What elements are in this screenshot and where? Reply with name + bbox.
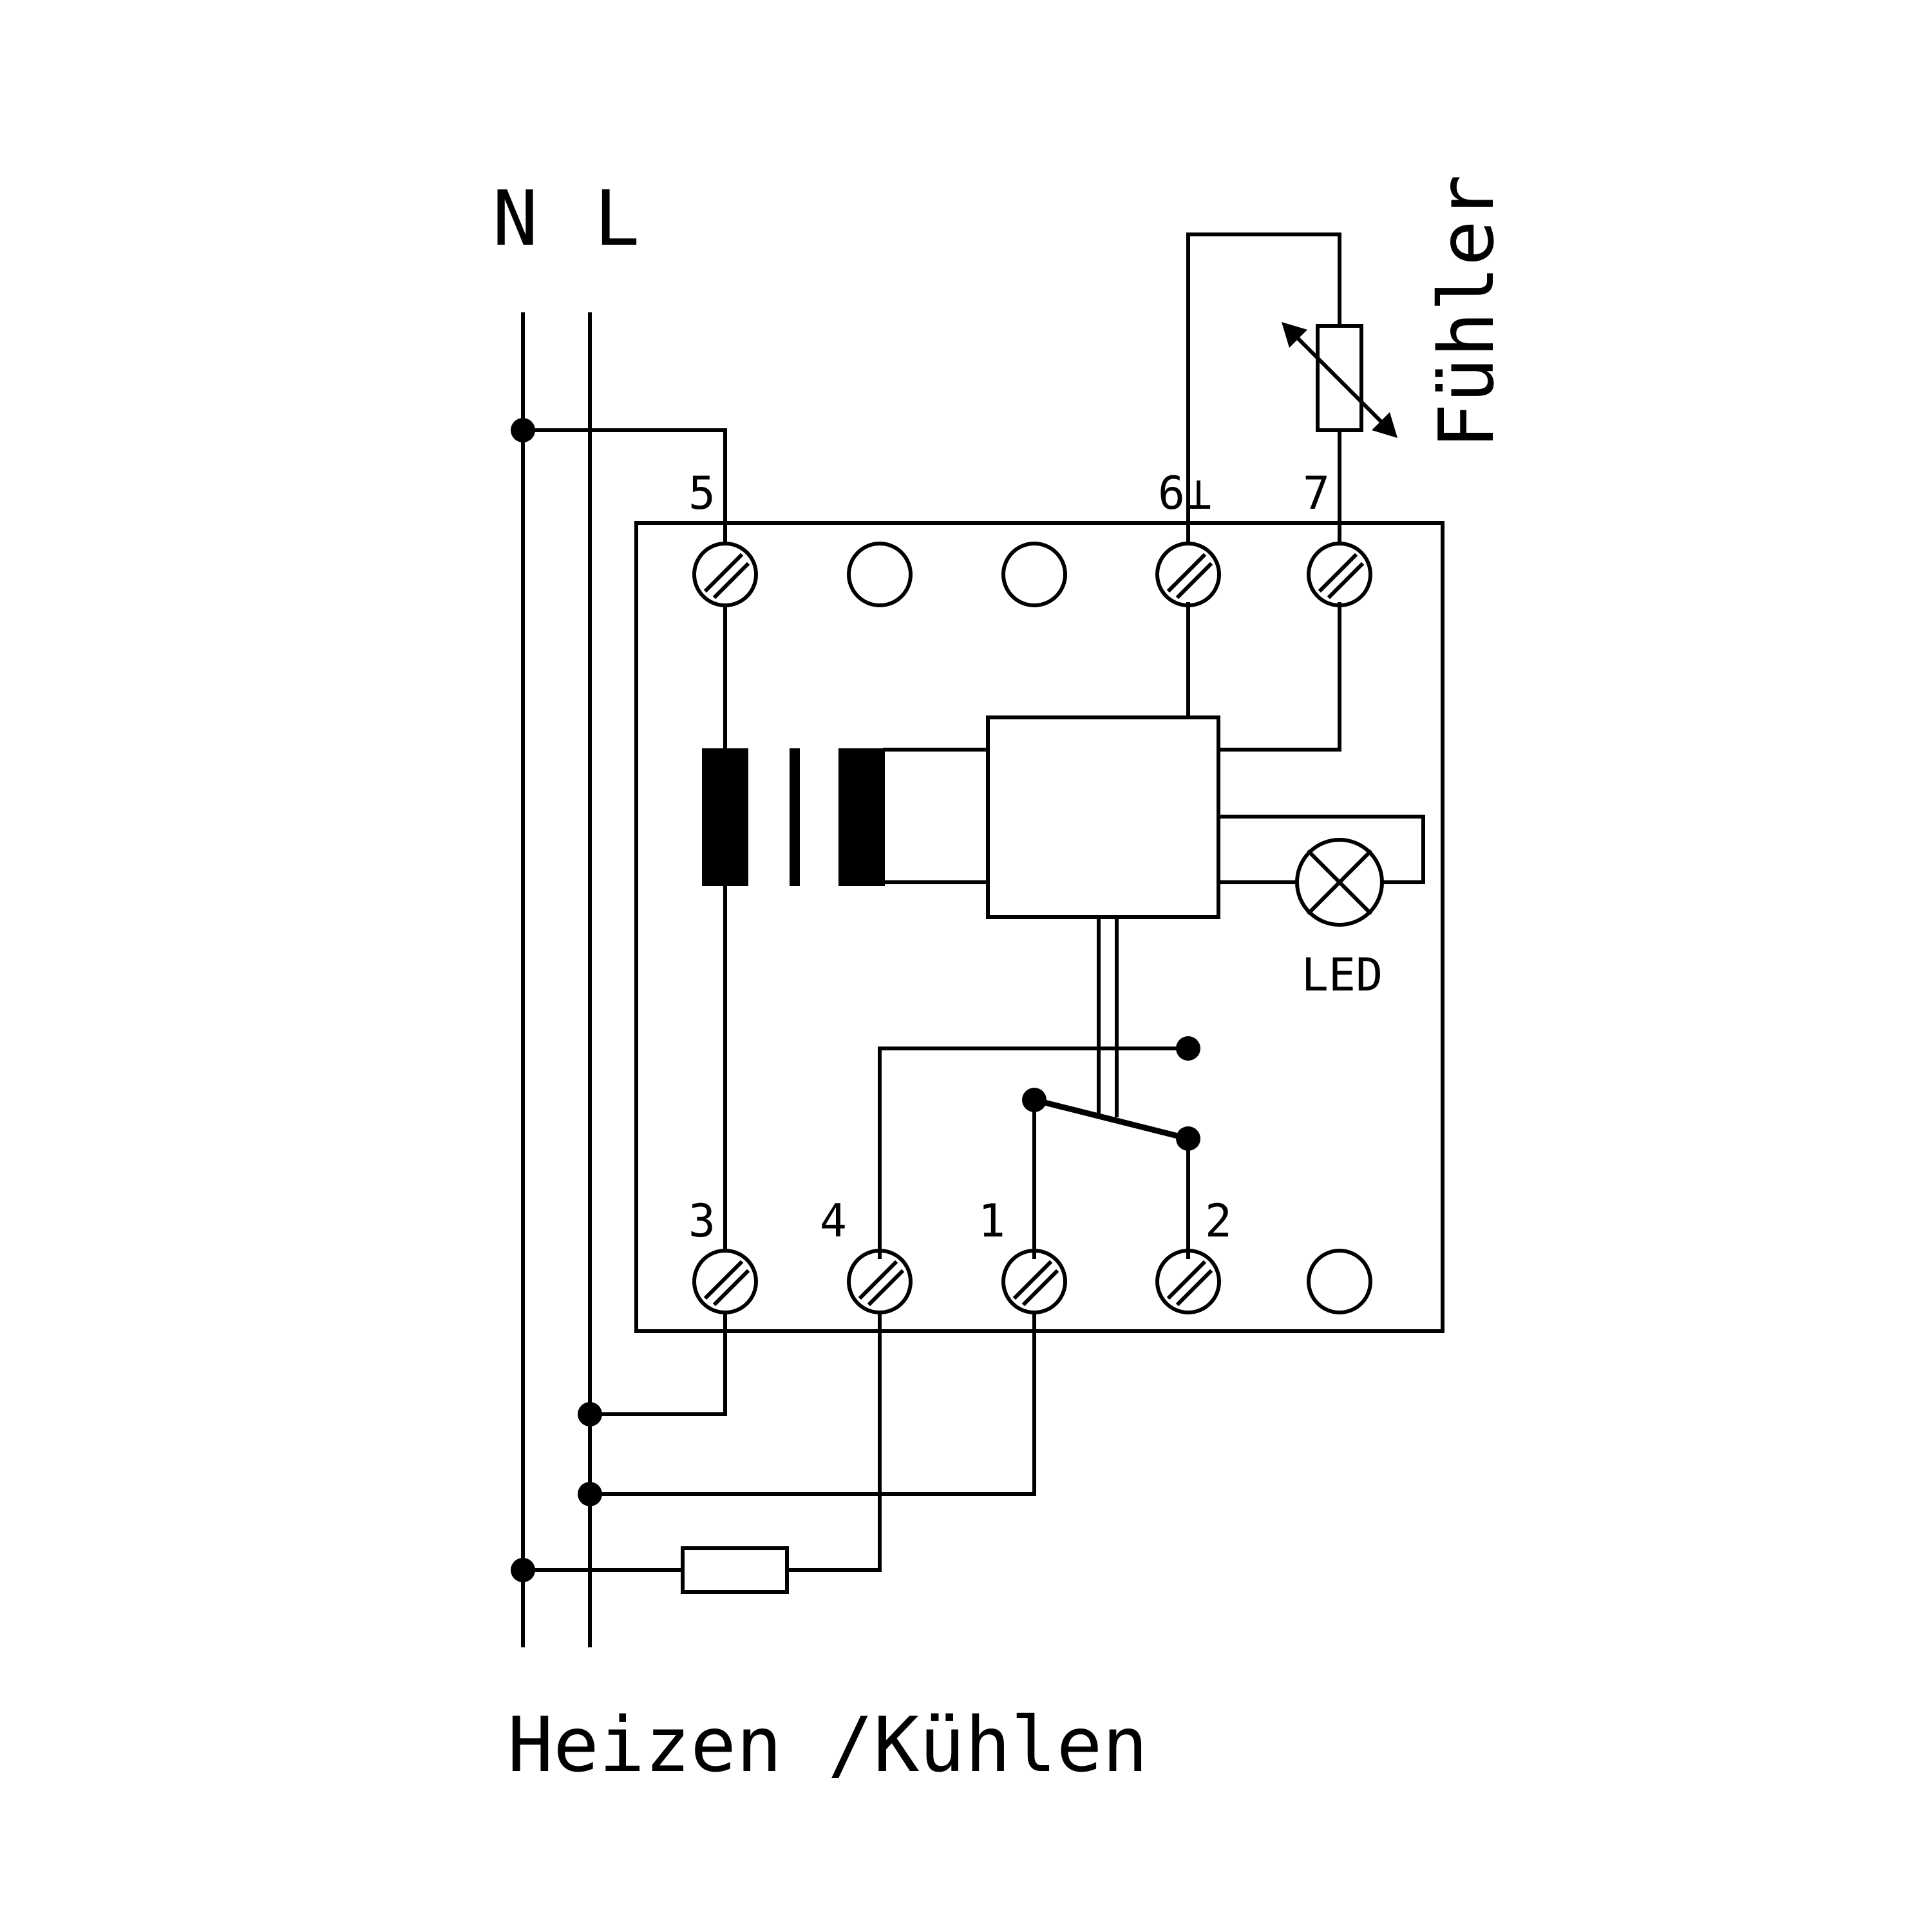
terminal-label-3: 3	[688, 1195, 715, 1247]
terminal-label-4: 4	[820, 1195, 847, 1247]
terminal-label-5: 5	[688, 467, 715, 520]
junction-dot	[578, 1482, 602, 1506]
terminal-1	[1001, 1249, 1067, 1314]
wire-led-loop	[1217, 815, 1425, 884]
transformer-icon	[702, 748, 885, 886]
led-lamp-icon	[1295, 838, 1384, 927]
wire-sensor-t6	[1186, 232, 1341, 557]
label-line: L	[594, 174, 639, 263]
switch-contact-dot	[1176, 1126, 1200, 1151]
terminal-label-6: 6⊥	[1158, 467, 1212, 520]
thermistor-arrow-icon	[1282, 322, 1397, 438]
terminal-2	[1155, 1249, 1221, 1314]
terminal-4	[847, 1249, 913, 1314]
wire-t7-to-module	[1217, 602, 1341, 752]
junction-dot	[511, 418, 535, 442]
device-housing	[634, 521, 1444, 1333]
wire-t1-to-l	[588, 1305, 1036, 1496]
wire-t3-to-l	[588, 1305, 727, 1416]
terminal-label-2: 2	[1205, 1195, 1232, 1247]
switch-contact-dot	[1176, 1036, 1200, 1061]
terminal-6	[1155, 542, 1221, 607]
wire-n-to-t5	[521, 428, 727, 557]
switch-blade	[1030, 1096, 1192, 1142]
terminal-unused	[1307, 1249, 1372, 1314]
junction-dot	[578, 1402, 602, 1426]
label-neutral: N	[492, 174, 538, 263]
terminal-unused	[847, 542, 913, 607]
terminal-label-1: 1	[978, 1195, 1005, 1247]
caption: Heizen /Kühlen	[507, 1700, 1148, 1789]
junction-dot	[511, 1558, 535, 1582]
control-module	[986, 715, 1220, 919]
terminal-label-7: 7	[1303, 467, 1330, 520]
terminal-unused	[1001, 542, 1067, 607]
wire-t4-to-contact	[878, 1046, 1190, 1259]
label-sensor: Fühler	[1422, 175, 1511, 449]
wire-t4-to-load	[785, 1305, 882, 1572]
switch-common-dot	[1022, 1088, 1046, 1112]
terminal-7	[1307, 542, 1372, 607]
terminal-3	[692, 1249, 758, 1314]
terminal-5	[692, 542, 758, 607]
label-led: LED	[1302, 949, 1383, 1001]
load-resistor	[681, 1546, 789, 1594]
